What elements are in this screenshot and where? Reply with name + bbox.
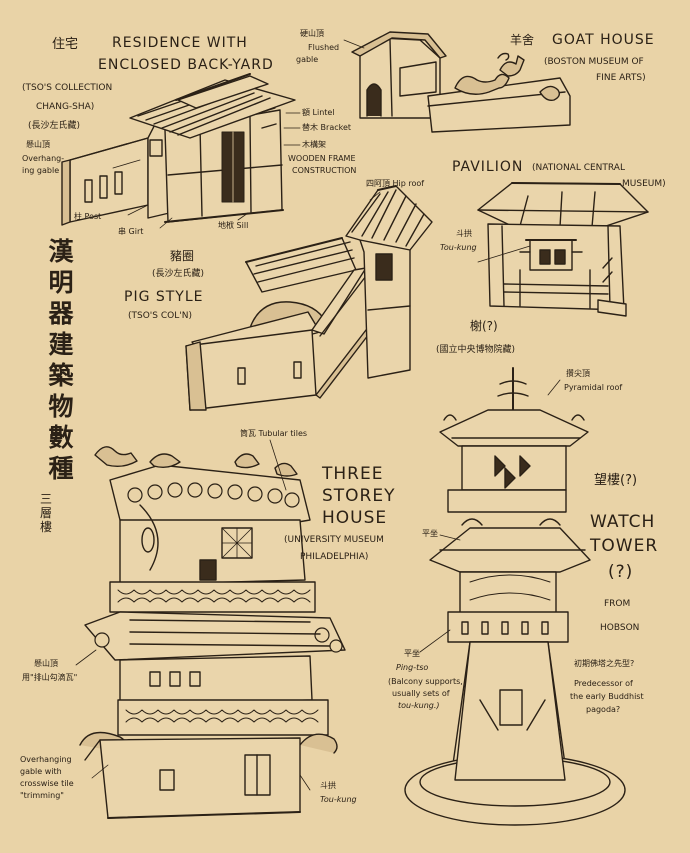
watch-pingzuo-small: 平坐 (422, 529, 438, 538)
residence-gable-line2: ing gable (22, 166, 60, 175)
watch-predecessor-line2: the early Buddhist (570, 692, 644, 701)
watch-pingtso-note2: usually sets of (392, 689, 450, 698)
three-tiles-label: 筒瓦 Tubular tiles (240, 429, 308, 438)
vertical-title: 漢明器建築物數種 (48, 237, 74, 483)
residence-girt-label: 串 Girt (118, 227, 144, 236)
residence-gable-line1: Overhang- (22, 154, 65, 163)
three-trim-line2: gable with (20, 767, 62, 776)
pavilion-museum-cn: (國立中央博物院藏) (436, 345, 516, 355)
three-toukung-cn: 斗拱 (320, 781, 336, 790)
residence-post-label: 柱 Post (74, 212, 102, 221)
three-gable-cn2: 用"排山勾滴瓦" (22, 673, 78, 682)
residence-frame-cn: 木構架 (302, 140, 326, 149)
goat-museum-line1: (BOSTON MUSEUM OF (544, 57, 644, 67)
three-trim-line4: "trimming" (20, 791, 64, 800)
pig-collection: (TSO'S COL'N) (128, 311, 192, 321)
pavilion-title: PAVILION (452, 159, 524, 175)
pavilion-toukung-cn: 斗拱 (456, 229, 472, 238)
goat-gable-cn: 硬山頂 (300, 29, 324, 38)
watch-pingtso-label: Ping-tso (396, 663, 429, 672)
watch-pingtso-note3: tou-kung.) (398, 701, 440, 710)
pavilion-museum-line2: MUSEUM) (622, 179, 666, 189)
pavilion-toukung-label: Tou-kung (440, 243, 477, 252)
residence-lintel-label: 額 Lintel (302, 108, 335, 117)
pig-style-model-drawing (185, 185, 433, 411)
residence-title-line1: RESIDENCE WITH (112, 35, 248, 51)
watch-from-label: FROM (604, 599, 631, 609)
residence-collection-line2: CHANG-SHA) (36, 102, 95, 112)
three-gable-cn: 懸山頂 (34, 659, 58, 668)
three-museum-line1: (UNIVERSITY MUSEUM (284, 535, 384, 545)
goat-title: GOAT HOUSE (552, 32, 655, 48)
watch-title-line1: WATCH (590, 512, 656, 532)
watch-predecessor-cn: 初期佛塔之先型? (574, 659, 635, 668)
watch-pyramidal-label: Pyramidal roof (564, 383, 623, 392)
three-storey-house-model-drawing (79, 446, 346, 819)
pavilion-museum-line1: (NATIONAL CENTRAL (532, 163, 625, 173)
three-title-line2: STOREY (322, 486, 396, 506)
three-title-line1: THREE (322, 464, 384, 484)
watch-predecessor-line3: pagoda? (586, 705, 621, 714)
goat-gable-line2: gable (296, 55, 319, 64)
goat-museum-line2: FINE ARTS) (596, 73, 646, 83)
watch-title-line2: TOWER (590, 536, 659, 556)
residence-gable-cn: 懸山頂 (26, 140, 50, 149)
pig-cn-label: 豬圈 (170, 249, 195, 263)
watch-pingzuo-cn: 平坐 (404, 649, 420, 658)
three-trim-line3: crosswise tile (20, 779, 74, 788)
residence-cn-label: 住宅 (52, 37, 79, 52)
watch-cn-label: 望樓(?) (594, 473, 638, 488)
three-museum-line2: PHILADELPHIA) (300, 552, 369, 562)
watch-predecessor-line1: Predecessor of (574, 679, 633, 688)
goat-house-model-drawing (351, 31, 571, 133)
watch-hobson-label: HOBSON (600, 623, 640, 633)
goat-gable-line1: Flushed (308, 43, 340, 52)
residence-collection-line1: (TSO'S COLLECTION (22, 83, 113, 93)
watch-tower-model-drawing (404, 367, 626, 826)
watch-pyramidal-cn: 攢尖頂 (566, 369, 590, 378)
three-trim-line1: Overhanging (20, 755, 72, 764)
residence-frame-line2: CONSTRUCTION (292, 166, 357, 175)
pavilion-hip-roof-label: 四阿頂 Hip roof (366, 179, 425, 188)
pavilion-model-drawing (477, 182, 649, 317)
watch-title-question: (?) (608, 562, 634, 582)
goat-cn-label: 羊舍 (510, 33, 535, 47)
residence-sill-label: 地栿 Sill (218, 221, 249, 230)
pavilion-cn-label: 榭(?) (470, 319, 498, 333)
pig-title: PIG STYLE (124, 289, 204, 305)
watch-pingtso-note1: (Balcony supports, (388, 677, 463, 686)
residence-frame-line1: WOODEN FRAME (288, 154, 356, 163)
pig-collection-cn: (長沙左氏藏) (152, 269, 205, 279)
residence-model-drawing (61, 73, 296, 226)
three-storey-cn-label: 三層樓 (39, 492, 52, 534)
three-title-line3: HOUSE (322, 508, 388, 528)
three-toukung-label: Tou-kung (320, 795, 357, 804)
residence-bracket-label: 替木 Bracket (302, 123, 352, 132)
residence-title-line2: ENCLOSED BACK-YARD (98, 57, 274, 73)
residence-collection-cn: (長沙左氏藏) (28, 121, 81, 131)
